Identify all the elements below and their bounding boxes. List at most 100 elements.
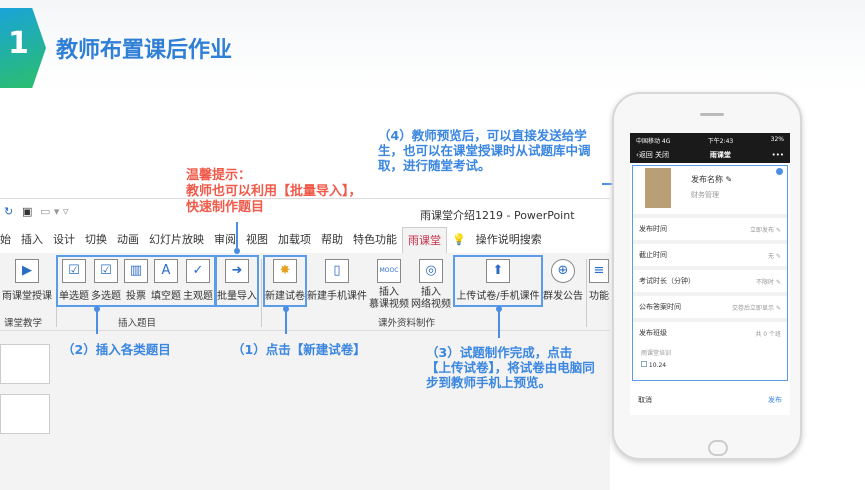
- tab-help[interactable]: 帮助: [321, 233, 343, 246]
- row-class[interactable]: 发布班级共 0 个班: [633, 318, 787, 344]
- broadcast-notice-button[interactable]: ⊕群发公告: [542, 259, 584, 302]
- connector-line: [498, 308, 500, 338]
- tab-insert[interactable]: 插入: [21, 233, 43, 246]
- vote-button[interactable]: ▥投票: [122, 259, 150, 302]
- highlight-new-test: [263, 255, 307, 307]
- connector-line: [96, 308, 98, 334]
- import-icon: ➜: [225, 259, 249, 283]
- highlight-batch-import: [215, 255, 259, 307]
- home-button[interactable]: [708, 440, 728, 456]
- group-label-insert: 插入题目: [118, 318, 157, 329]
- text-icon: A: [154, 259, 178, 283]
- close-button[interactable]: 关闭: [655, 151, 670, 159]
- tell-me-search[interactable]: 操作说明搜索: [475, 233, 542, 246]
- cancel-button[interactable]: 取消: [638, 396, 652, 404]
- teach-button[interactable]: ▶雨课堂授课: [0, 259, 54, 302]
- tab-transitions[interactable]: 切换: [85, 233, 107, 246]
- action-bar: 取消 发布: [630, 381, 790, 405]
- redo-icon[interactable]: ↻: [4, 205, 14, 218]
- slide-thumbnail[interactable]: [0, 344, 50, 384]
- connector-dot: [94, 306, 100, 312]
- multi-choice-button[interactable]: ☑多选题: [90, 259, 122, 302]
- upload-test-button[interactable]: ⬆上传试卷/手机课件: [454, 259, 542, 302]
- app-title: 雨课堂: [709, 151, 731, 159]
- insert-web-video-button[interactable]: ◎插入 网络视频: [410, 259, 452, 311]
- annotation-step1: （1）点击【新建试卷】: [232, 342, 366, 357]
- new-document-icon: ✸: [273, 259, 297, 283]
- phone-speaker: [700, 113, 724, 116]
- mobile-document-icon: ▯: [325, 259, 349, 283]
- tab-slideshow[interactable]: 幻灯片放映: [149, 233, 204, 246]
- connector-dot: [496, 306, 502, 312]
- lightbulb-check-icon: ✓: [186, 259, 210, 283]
- row-duration[interactable]: 考试时长（分钟）不限时 ✎: [633, 266, 787, 292]
- subjective-button[interactable]: ✓主观题: [182, 259, 214, 302]
- row-publish-time[interactable]: 发布时间立即发布 ✎: [633, 214, 787, 240]
- group-label-extra: 课外资料制作: [378, 318, 436, 329]
- annotation-step3: （3）试题制作完成，点击【上传试卷】，将试卷由电脑同步到教师手机上预览。: [426, 345, 595, 390]
- single-choice-icon: ☑: [62, 259, 86, 283]
- function-icon: ≡: [589, 259, 609, 283]
- tab-yuketang[interactable]: 雨课堂: [402, 227, 447, 253]
- tab-design[interactable]: 设计: [53, 233, 75, 246]
- connector-dot: [234, 248, 240, 254]
- customize-icon[interactable]: ▭ ▾ ▿: [40, 205, 69, 218]
- highlight-question-types: [56, 255, 216, 307]
- class-group: 雨课堂培训: [641, 350, 672, 357]
- tab-features[interactable]: 特色功能: [353, 233, 397, 246]
- publish-name-value: 财务管理: [691, 191, 719, 199]
- tab-home[interactable]: 始: [0, 233, 11, 246]
- window-title: 雨课堂介绍1219 - PowerPoint: [420, 209, 575, 222]
- highlight-upload: [453, 255, 543, 307]
- single-choice-button[interactable]: ☑单选题: [58, 259, 90, 302]
- slide-title: 教师布置课后作业: [56, 38, 233, 63]
- annotation-step4: （4）教师预览后，可以直接发送给学生，也可以在课堂授课时从试题库中调取，进行随堂…: [378, 128, 591, 173]
- publish-button[interactable]: 发布: [768, 396, 782, 404]
- connector-line: [236, 222, 238, 250]
- more-button[interactable]: •••: [771, 151, 784, 159]
- ribbon-tabs: 始 插入 设计 切换 动画 幻灯片放映 审阅 视图 加载项 帮助 特色功能 雨课…: [0, 227, 610, 253]
- row-deadline[interactable]: 截止时间无 ✎: [633, 240, 787, 266]
- upload-icon: ⬆: [486, 259, 510, 283]
- tab-addins[interactable]: 加载项: [278, 233, 311, 246]
- new-test-button[interactable]: ✸新建试卷: [264, 259, 306, 302]
- function-button[interactable]: ≡功能: [588, 259, 610, 302]
- document-cover: [645, 168, 671, 208]
- present-icon[interactable]: ▣: [22, 205, 33, 218]
- row-answer-time[interactable]: 公布答案时间交卷后立即显示 ✎: [633, 292, 787, 318]
- tip-annotation: 温馨提示： 教师也可以利用【批量导入】，快速制作题目: [186, 168, 362, 215]
- powerpoint-window: ↻ ▣ ▭ ▾ ▿ 雨课堂介绍1219 - PowerPoint 始 插入 设计…: [0, 198, 610, 490]
- tab-view[interactable]: 视图: [246, 233, 268, 246]
- checkbox-icon: [641, 361, 647, 367]
- globe-icon: ⊕: [551, 259, 575, 283]
- mooc-video-icon: MOOC: [377, 259, 401, 283]
- divider: [586, 259, 587, 327]
- annotation-step2: （2）插入各类题目: [62, 342, 171, 357]
- tab-review[interactable]: 审阅: [214, 233, 236, 246]
- bar-chart-icon: ▥: [124, 259, 148, 283]
- nav-bar: ‹返回 关闭 雨课堂 •••: [630, 147, 790, 163]
- play-icon: ▶: [15, 259, 39, 283]
- group-label-teach: 课堂教学: [4, 318, 43, 329]
- slide-header: [0, 0, 865, 90]
- lightbulb-icon: 💡: [452, 233, 466, 246]
- divider: [261, 259, 262, 327]
- class-checkbox[interactable]: 10.24: [633, 361, 787, 369]
- publish-header: 发布名称 ✎ 财务管理: [633, 166, 787, 214]
- back-button[interactable]: ‹返回: [636, 151, 653, 159]
- globe-video-icon: ◎: [419, 259, 443, 283]
- batch-import-button[interactable]: ➜批量导入: [216, 259, 258, 302]
- tab-animations[interactable]: 动画: [117, 233, 139, 246]
- multi-choice-icon: ☑: [94, 259, 118, 283]
- help-icon[interactable]: [776, 168, 783, 175]
- title-bar: ↻ ▣ ▭ ▾ ▿ 雨课堂介绍1219 - PowerPoint: [0, 199, 610, 227]
- publish-name-label[interactable]: 发布名称 ✎: [691, 175, 733, 184]
- slide-thumbnail[interactable]: [0, 394, 50, 434]
- connector-line: [285, 308, 287, 334]
- connector-dot: [283, 306, 289, 312]
- new-mobile-courseware-button[interactable]: ▯新建手机课件: [306, 259, 368, 302]
